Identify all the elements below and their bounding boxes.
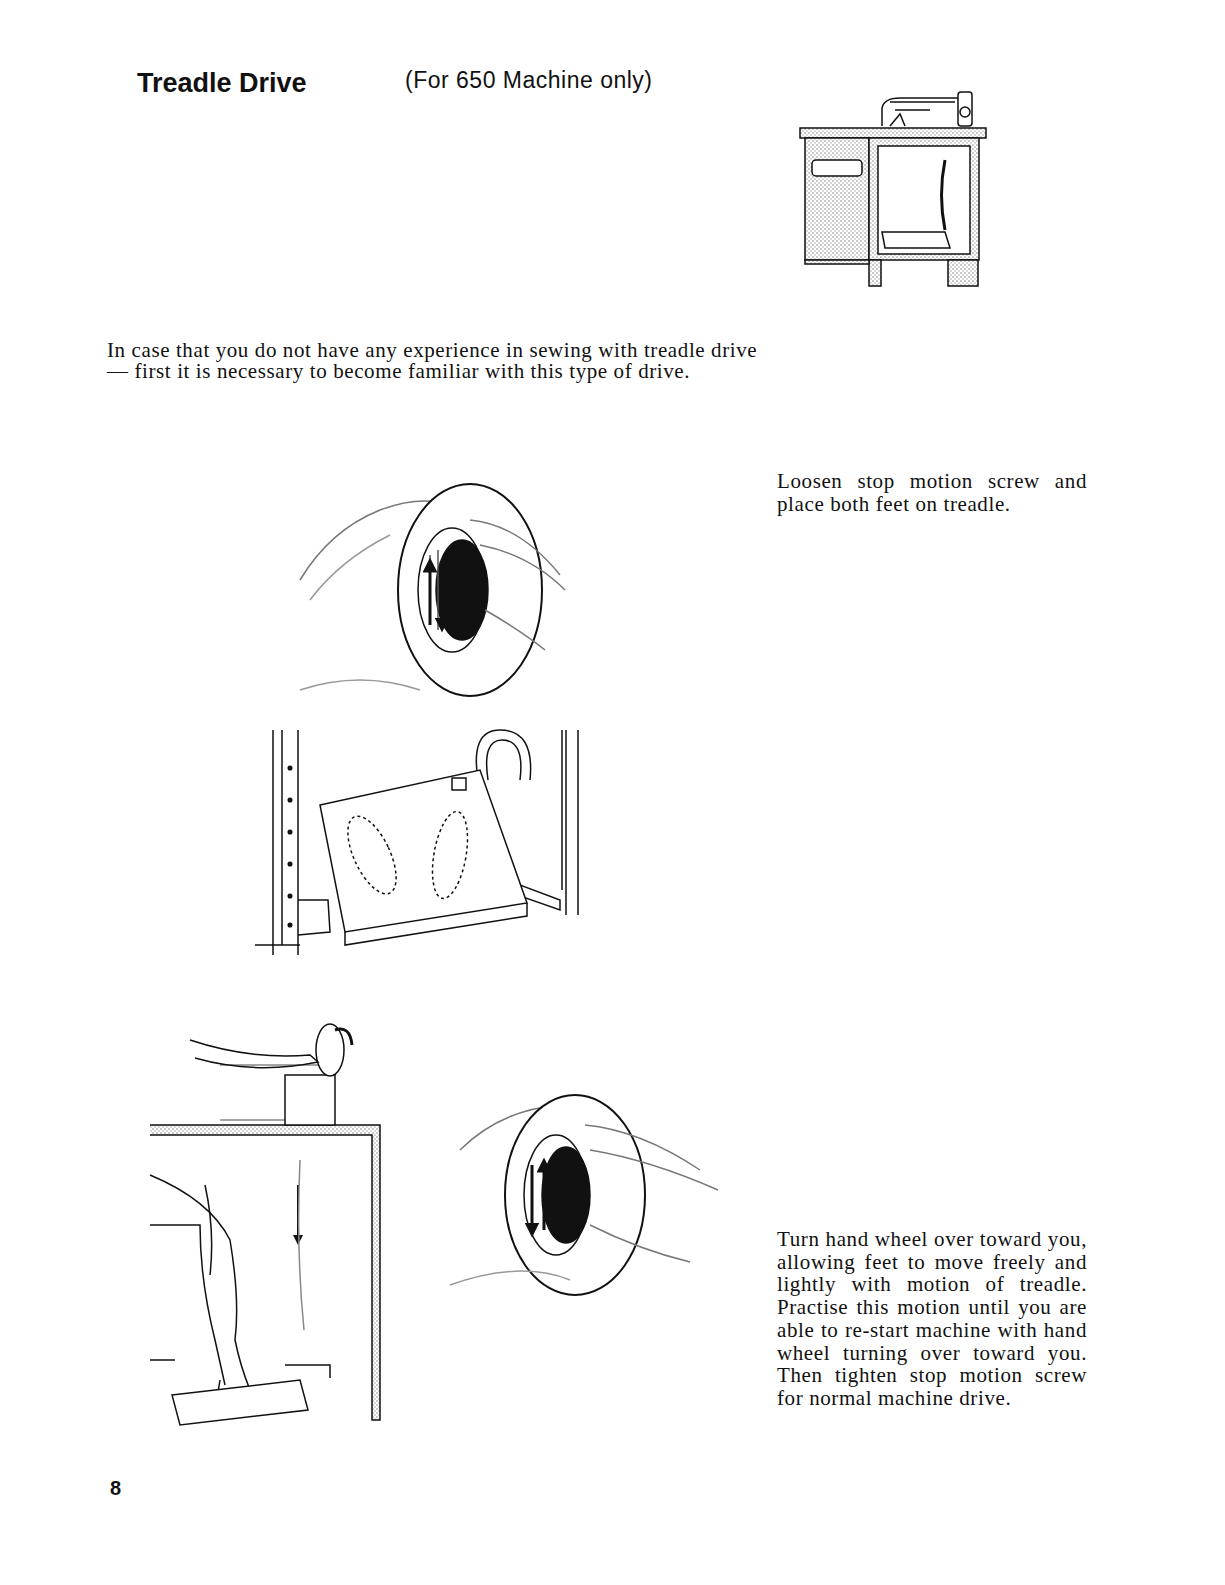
hand-wheel-illustration [429,565,432,625]
treadle-illustration [427,809,474,901]
treadle-illustration [288,862,292,866]
hand-wheel-illustration [398,484,542,696]
cabinet-illustration [800,92,986,286]
treadle-illustration [476,730,530,780]
hand-wheel-illustration [543,1165,546,1230]
hand-wheel-illustration [310,535,390,600]
instruction-text: Turn hand wheel over toward you, allowin… [777,1228,1087,1410]
treadle-illustration [255,730,578,955]
page-number: 8 [110,1478,121,1499]
cabinet-illustration [878,146,970,254]
cabinet-illustration [805,260,869,264]
seated-operator-illustration [150,1175,250,1390]
cabinet-illustration [882,232,950,248]
seated-operator-illustration [150,1360,330,1378]
subtitle: (For 650 Machine only) [405,70,653,91]
hand-wheel-illustration [542,1147,590,1243]
hand-wheel-illustration [505,1095,645,1295]
hand-wheel-illustration [450,1271,570,1285]
seated-operator-illustration [335,1029,352,1045]
cabinet-illustration [869,260,881,286]
treadle-illustration [562,730,578,915]
cabinet-illustration [805,138,869,260]
hand-wheel-illustration [300,484,565,696]
treadle-illustration [452,778,466,790]
seated-operator-illustration [150,1225,225,1385]
cabinet-illustration [869,138,979,260]
hand-wheel-illustration [300,680,420,690]
cabinet-illustration [890,114,905,126]
seated-operator-illustration [150,1024,380,1425]
hand-wheel-illustration [441,565,444,625]
treadle-illustration [273,730,298,955]
cabinet-illustration [960,107,970,117]
intro-paragraph: In case that you do not have any experie… [107,340,767,382]
hand-wheel-illustration [436,540,488,640]
seated-operator-illustration [299,1160,304,1330]
treadle-illustration [487,740,521,780]
hand-wheel-illustration [531,1165,534,1230]
cabinet-illustration [890,102,955,110]
treadle-illustration [345,903,527,945]
treadle-illustration [288,766,292,770]
seated-operator-illustration [285,1075,335,1125]
cabinet-illustration [800,128,986,138]
treadle-illustration [320,770,527,932]
treadle-illustration [288,894,292,898]
cabinet-illustration [948,260,978,286]
seated-operator-illustration [172,1380,308,1425]
cabinet-illustration [942,160,946,230]
treadle-illustration [288,798,292,802]
seated-operator-illustration [190,1040,318,1068]
hand-wheel-illustration [470,520,565,650]
instruction-text: Loosen stop motion screw and place both … [777,470,1087,515]
hand-wheel-illustration [450,1095,718,1295]
cabinet-illustration [812,160,862,176]
treadle-illustration [288,923,292,927]
treadle-illustration [255,900,330,945]
treadle-illustration [288,830,292,834]
seated-operator-illustration [150,1125,380,1420]
hand-wheel-illustration [430,550,438,630]
seated-operator-illustration [205,1185,212,1275]
cabinet-illustration [958,92,972,126]
page-title: Treadle Drive [137,68,307,99]
hand-wheel-illustration [585,1125,718,1262]
seated-operator-illustration [316,1024,344,1076]
treadle-illustration [338,809,406,900]
cabinet-illustration [882,98,968,126]
